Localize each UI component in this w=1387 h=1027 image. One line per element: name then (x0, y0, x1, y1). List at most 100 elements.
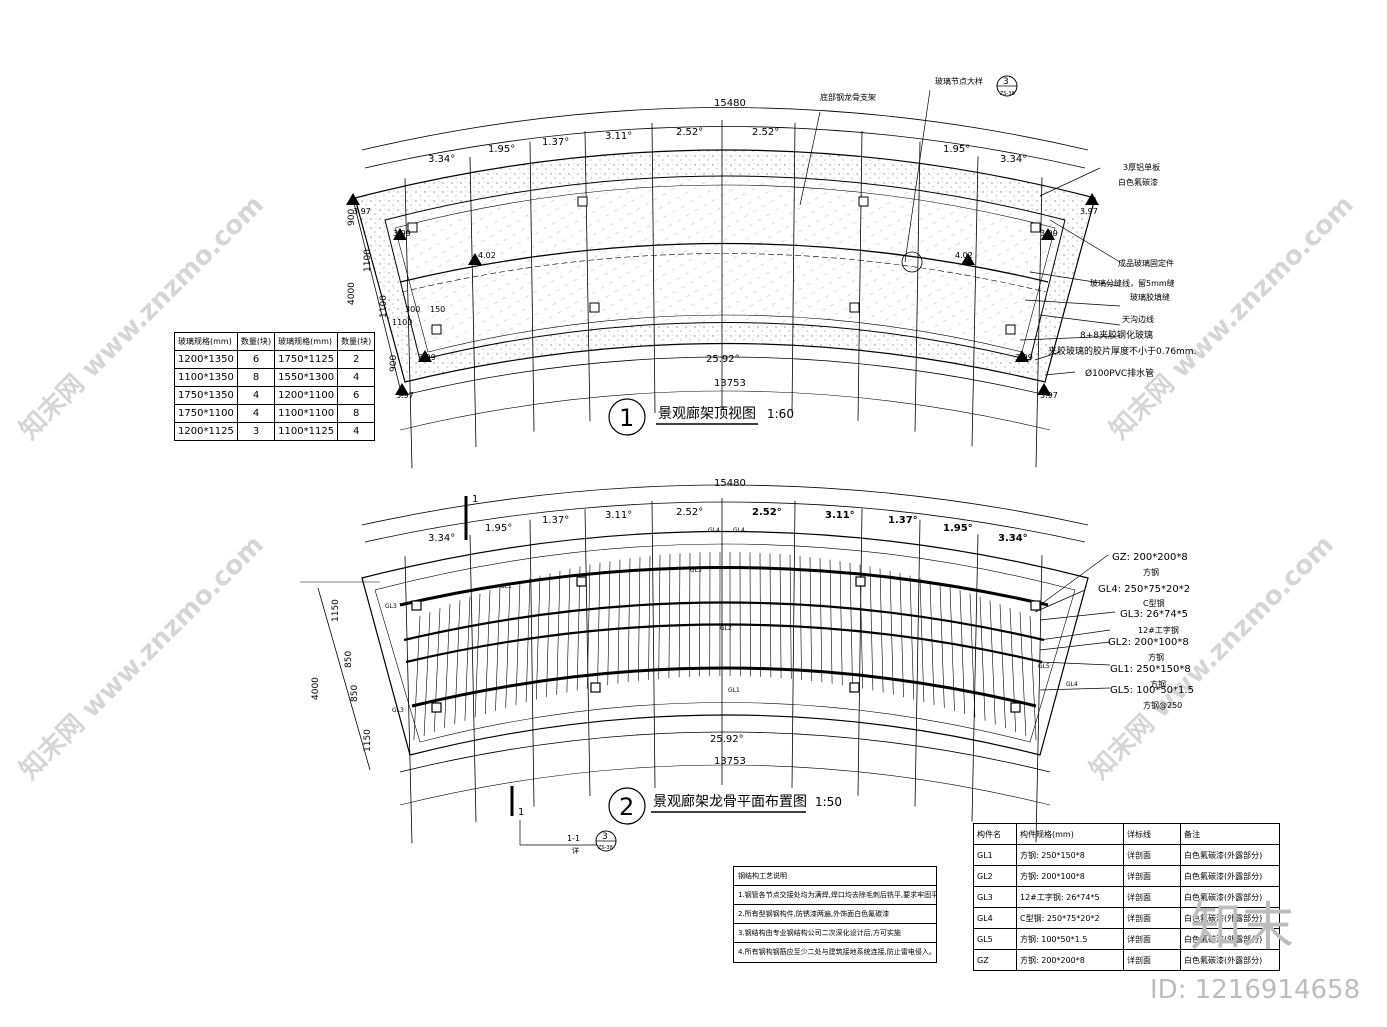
svg-text:3.11°: 3.11° (825, 510, 855, 521)
svg-text:1-1: 1-1 (567, 834, 580, 843)
svg-text:GL3: GL3 (392, 707, 404, 714)
svg-text:3.99: 3.99 (1040, 229, 1058, 238)
purlin-line (969, 593, 976, 718)
table-header: 构件规格(mm) (1016, 823, 1124, 845)
label-gl5: GL5: 100*50*1.5 (1110, 685, 1194, 696)
label-alu-finish: 白色氟碳漆 (1118, 177, 1158, 187)
plan1-scale: 1:60 (767, 407, 794, 421)
purlin-line (678, 553, 681, 678)
purlin-line (789, 554, 792, 679)
svg-text:方钢: 方钢 (1150, 679, 1166, 689)
plan1-angle: 3.34° (1000, 154, 1027, 165)
purlin-line (536, 575, 541, 700)
grid-line (791, 500, 796, 788)
purlin-line (839, 561, 843, 686)
purlin-line (454, 600, 461, 725)
purlin-line (989, 600, 996, 725)
label-gl1: GL1: 250*150*8 (1110, 664, 1191, 675)
plan1-bottom-angle: 25.92° (706, 354, 740, 365)
svg-text:1100: 1100 (392, 318, 412, 327)
grid-line (914, 141, 921, 432)
plan2-scale: 1:50 (815, 795, 842, 809)
plan1-bottom-dim: 13753 (714, 378, 746, 389)
purlin-line (413, 616, 421, 741)
plan2-framing-plan (300, 484, 1116, 852)
purlin-line (587, 564, 591, 689)
purlin-line (949, 586, 955, 711)
purlin-line (959, 590, 965, 715)
purlin-line (607, 561, 611, 686)
label-drain: Ø100PVC排水管 (1085, 367, 1154, 379)
grid-line (469, 157, 477, 448)
purlin-line (525, 578, 531, 703)
purlin-line (515, 580, 521, 705)
purlin-line (474, 593, 481, 718)
purlin-line (799, 555, 802, 680)
svg-text:1.95°: 1.95° (943, 523, 973, 534)
plan1-angle: 3.11° (605, 131, 632, 142)
plan1-text: 15480 13753 25.92° 3.34° 1.95° 1.37° 3.1… (347, 76, 1196, 436)
table-header: 构件名 (973, 823, 1017, 845)
svg-text:1.37°: 1.37° (542, 515, 569, 526)
svg-text:4000: 4000 (347, 282, 357, 305)
label-gutter: 天沟边线 (1122, 314, 1154, 324)
svg-text:850: 850 (350, 685, 360, 702)
grid-line (651, 123, 656, 414)
note-item: 1.钢管各节点交接处均为满焊,焊口均去除毛刺后铣平,要求牢固平整; (734, 886, 936, 905)
note-item: 2.所有型钢钢构件,防锈漆两遍,外饰面白色氟碳漆 (734, 905, 936, 924)
purlin-line (576, 566, 581, 691)
label-split-line: 玻璃分缝线，留5mm缝 (1090, 278, 1175, 288)
svg-text:方钢: 方钢 (1148, 652, 1164, 662)
plan1-angle: 1.37° (542, 137, 569, 148)
plan2-bottom-dim: 13753 (714, 756, 746, 767)
svg-text:ZS-38: ZS-38 (1000, 91, 1015, 97)
plan2-top-dim: 15480 (714, 478, 746, 489)
label-fixer: 成品玻璃固定件 (1118, 258, 1174, 268)
purlin-line (779, 554, 782, 679)
svg-text:3.97: 3.97 (1040, 391, 1058, 400)
svg-text:GL4: GL4 (1066, 681, 1078, 688)
purlin-line (919, 578, 925, 703)
svg-text:3.99: 3.99 (393, 229, 411, 238)
grid-line (529, 141, 535, 432)
svg-text:详: 详 (572, 846, 579, 855)
purlin-line (809, 556, 812, 681)
purlin-line (819, 558, 823, 683)
table-header: 数量(块) (236, 332, 276, 351)
svg-text:3.34°: 3.34° (428, 533, 455, 544)
purlin-line (688, 552, 691, 677)
purlin-line (749, 552, 751, 677)
label-film: 夹胶玻璃的胶片厚度不小于0.76mm. (1048, 345, 1196, 357)
grid-line (1035, 555, 1043, 843)
purlin-line (879, 568, 884, 693)
steel-notes: 钢结构工艺说明 1.钢管各节点交接处均为满焊,焊口均去除毛刺后铣平,要求牢固平整… (733, 866, 937, 963)
purlin-line (485, 590, 491, 715)
grid-line (404, 178, 413, 469)
grid-line (651, 501, 656, 789)
svg-text:900: 900 (347, 209, 357, 226)
grid-line (857, 508, 863, 796)
purlin-line (1019, 611, 1027, 736)
svg-text:GL2: GL2 (720, 625, 732, 632)
plan1-angle: 1.95° (943, 144, 970, 155)
svg-text:1100: 1100 (379, 295, 389, 318)
svg-text:3.34°: 3.34° (998, 533, 1028, 544)
table-header: 备注 (1180, 823, 1280, 845)
grid-line (914, 519, 921, 807)
svg-text:900: 900 (389, 355, 399, 372)
purlin-line (495, 586, 501, 711)
svg-text:GL1: GL1 (728, 687, 740, 694)
svg-text:1150: 1150 (331, 599, 341, 622)
plan1-angle: 2.52° (752, 127, 779, 138)
svg-text:150: 150 (430, 305, 445, 314)
svg-text:12#工字钢: 12#工字钢 (1138, 625, 1179, 635)
svg-text:3.11°: 3.11° (605, 510, 632, 521)
brand-logo: 知末 (1190, 898, 1295, 958)
purlin-line (556, 570, 561, 695)
svg-text:GL5: GL5 (1038, 663, 1050, 670)
purlin-line (444, 604, 451, 729)
